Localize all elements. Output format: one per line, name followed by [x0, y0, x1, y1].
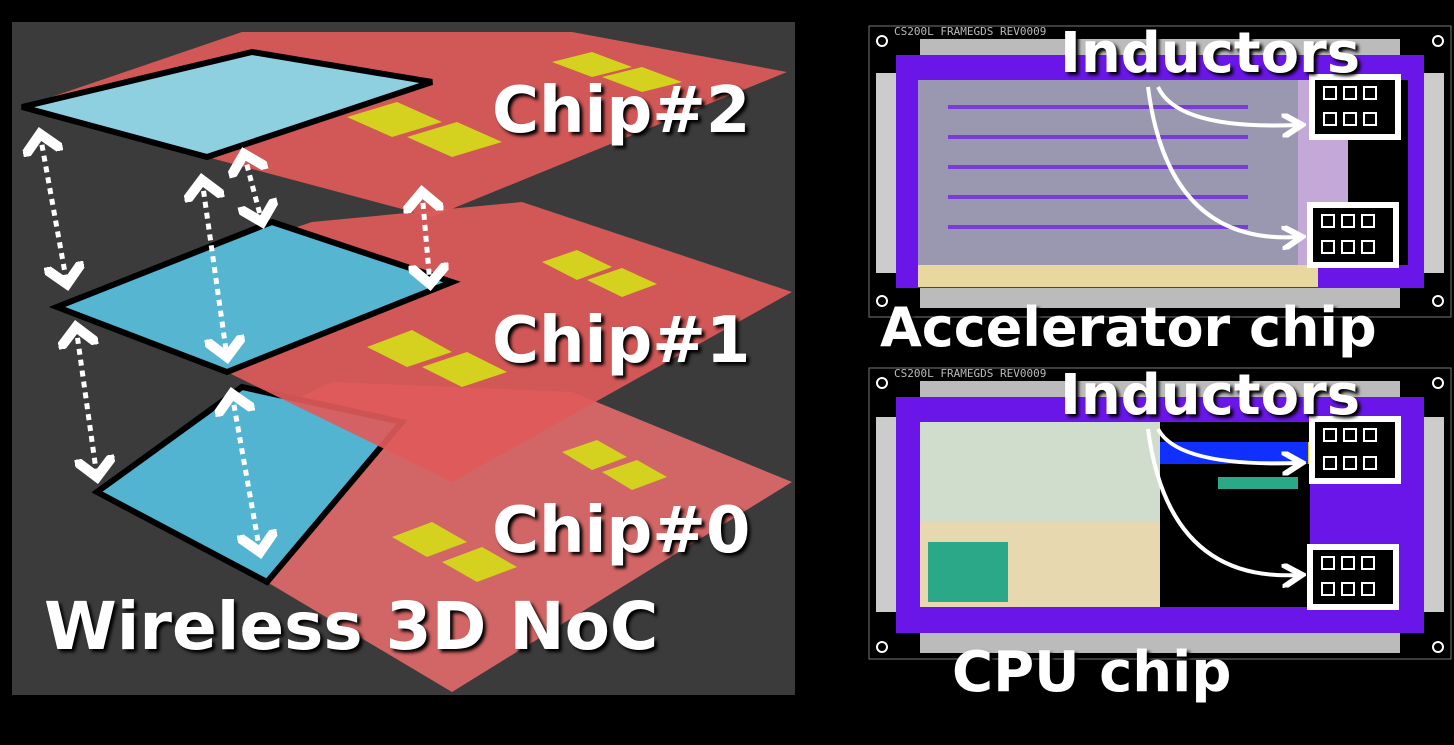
chip-2-label: Chip#2: [492, 74, 751, 148]
wireless-arrow: [76, 327, 97, 477]
inductor-arrows: [1146, 427, 1298, 575]
cpu-chip-layout: CS200L FRAMEGDS REV0009 Inductors: [868, 363, 1452, 660]
accelerator-chip-layout: CS200L FRAMEGDS REV0009 Inductors: [868, 21, 1452, 318]
chip-2-layer: [21, 32, 787, 217]
inductors-label: Inductors: [1060, 21, 1361, 86]
wireless-arrow: [40, 134, 67, 284]
wireless-arrow: [202, 180, 227, 357]
inductor-box: [1307, 202, 1399, 268]
wireless-3d-noc-illustration: Chip#2 Chip#1 Chip#0 Wireless 3D NoC: [12, 22, 795, 695]
wireless-3d-noc-title: Wireless 3D NoC: [44, 588, 659, 665]
wireless-arrow: [422, 192, 430, 284]
stacked-chips-drawing: [12, 32, 792, 692]
wireless-arrow: [244, 154, 262, 222]
cpu-chip-label: CPU chip: [952, 640, 1232, 705]
wireless-arrow: [232, 394, 260, 552]
chip-1-label: Chip#1: [492, 304, 751, 378]
inductors-label: Inductors: [1060, 363, 1361, 428]
inductor-box: [1309, 416, 1401, 484]
wireless-link-arrows: [40, 134, 430, 552]
inductor-arrows: [1146, 86, 1298, 237]
accelerator-chip-label: Accelerator chip: [880, 296, 1377, 359]
inductor-box: [1307, 544, 1399, 610]
chip-0-label: Chip#0: [492, 494, 751, 568]
die-tag: CS200L FRAMEGDS REV0009: [894, 367, 1047, 380]
inductor-box: [1309, 74, 1401, 140]
die-tag: CS200L FRAMEGDS REV0009: [894, 25, 1047, 38]
